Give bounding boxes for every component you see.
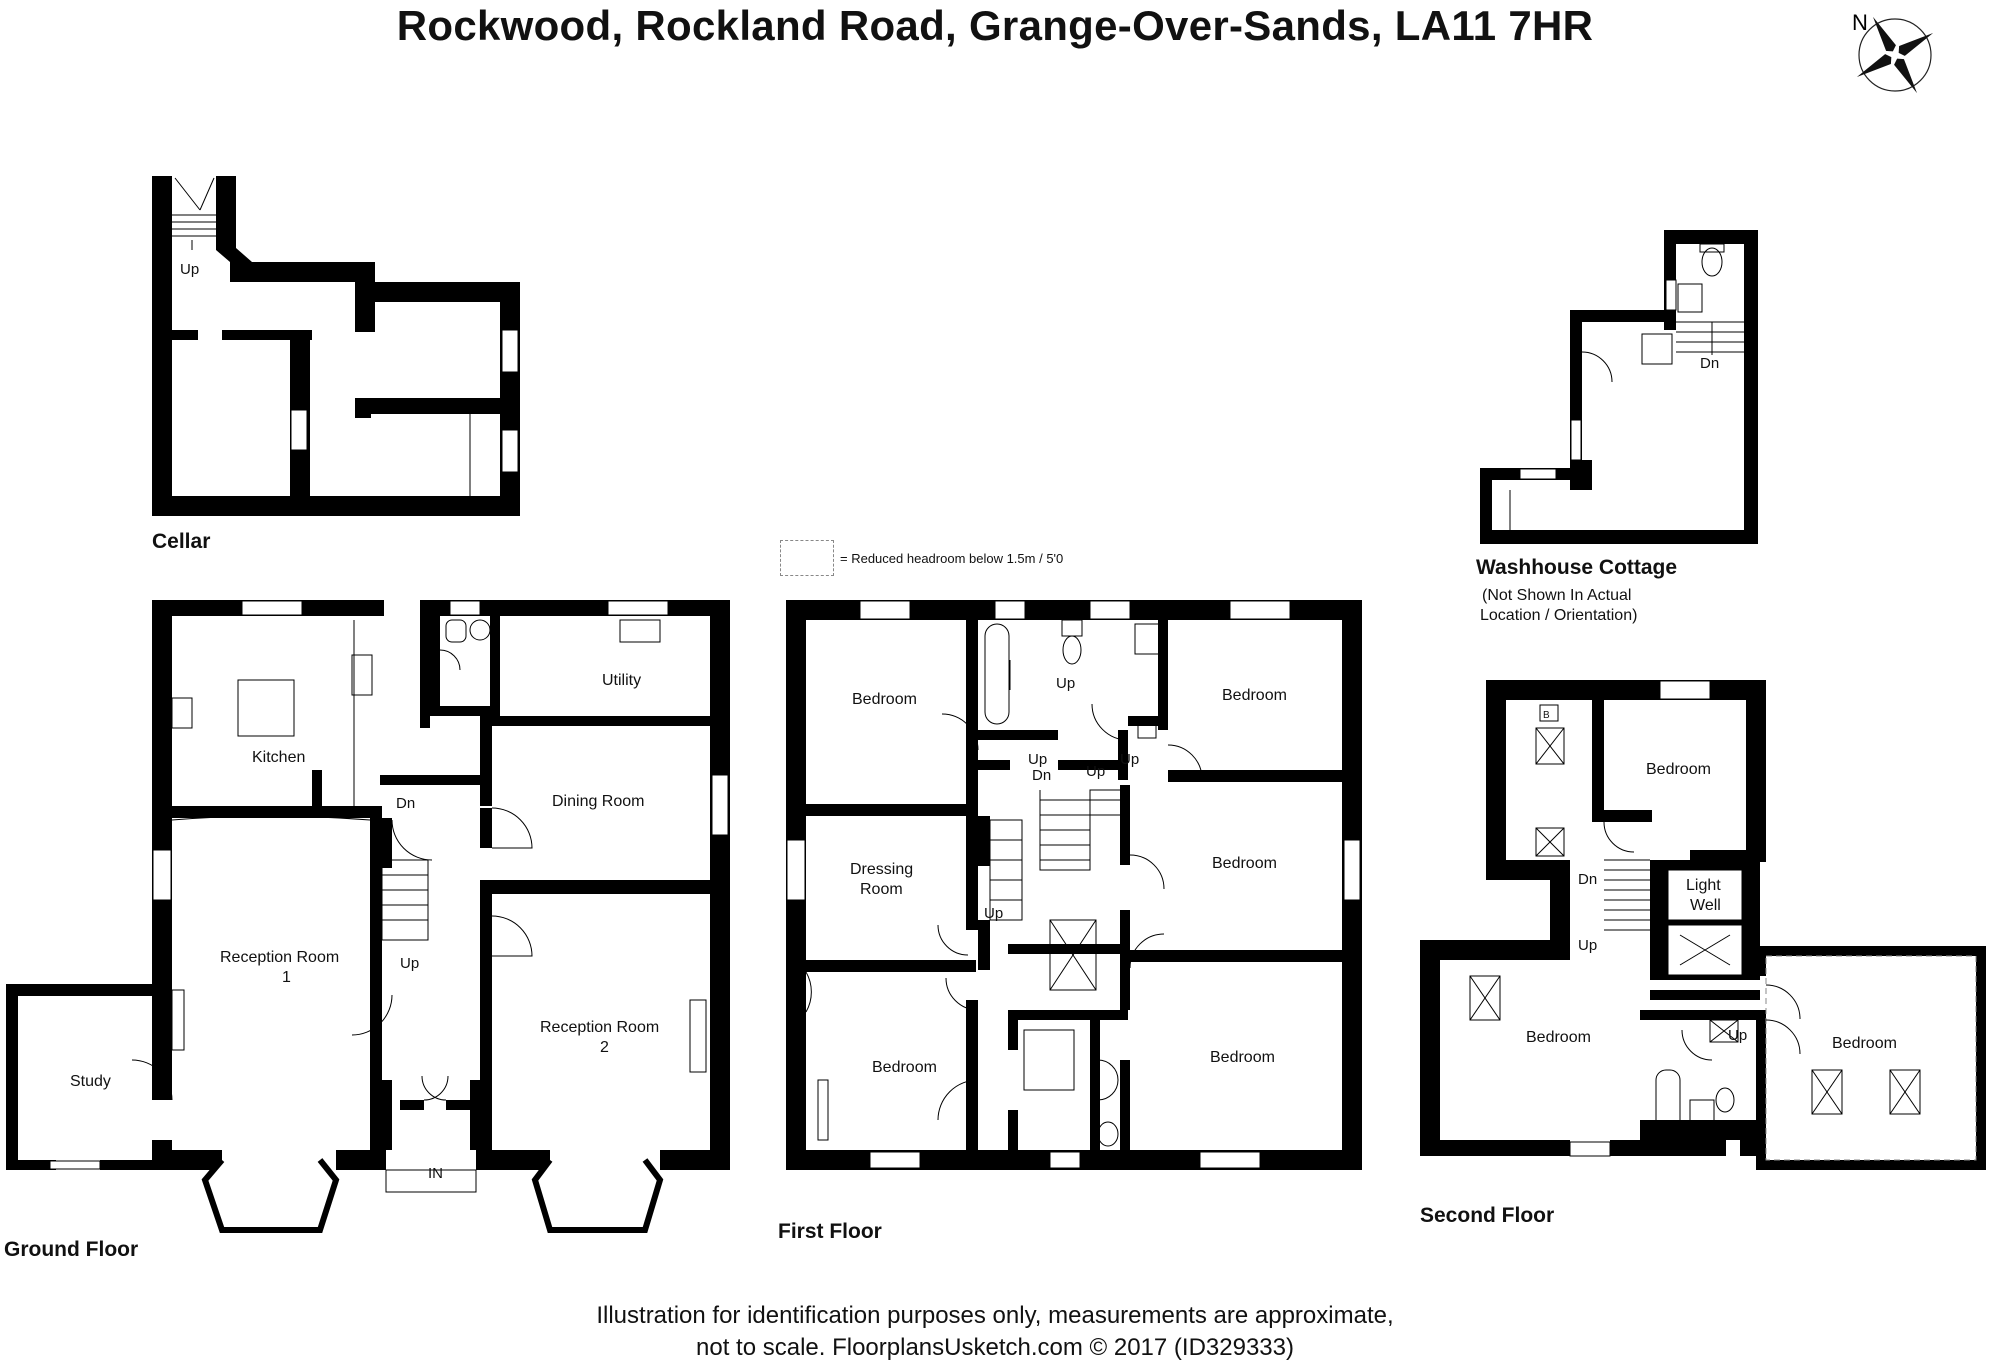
second-bedroom-n-label: Bedroom	[1646, 761, 1711, 778]
disclaimer-line-2: not to scale. FloorplansUsketch.com © 20…	[696, 1334, 1294, 1361]
second-floor-label: Second Floor	[1420, 1204, 1555, 1227]
washhouse-note-line-2: Location / Orientation)	[1480, 607, 1638, 624]
reception-room-2-number: 2	[600, 1039, 609, 1056]
dressing-room-label-2: Room	[860, 881, 903, 898]
reception-room-1-number: 1	[282, 969, 291, 986]
boiler-label: B	[1543, 710, 1550, 721]
first-bedroom-ne-label: Bedroom	[1222, 687, 1287, 704]
washhouse-note-line-1: (Not Shown In Actual	[1482, 587, 1632, 604]
study-label: Study	[70, 1073, 111, 1090]
first-up-label-2: Up	[1028, 751, 1047, 768]
second-bedroom-w-label: Bedroom	[1526, 1029, 1591, 1046]
first-bedroom-se-label: Bedroom	[1210, 1049, 1275, 1066]
dining-room-label: Dining Room	[552, 793, 644, 810]
reduced-headroom-swatch	[780, 540, 834, 576]
first-bedroom-nw-label: Bedroom	[852, 691, 917, 708]
legend-text: = Reduced headroom below 1.5m / 5'0	[840, 550, 1064, 566]
kitchen-label: Kitchen	[252, 749, 305, 766]
first-bedroom-e-label: Bedroom	[1212, 855, 1277, 872]
ground-up-label: Up	[400, 955, 419, 972]
light-well-label-2: Well	[1690, 897, 1721, 914]
reception-room-2-label: Reception Room	[540, 1019, 659, 1036]
washhouse-dn-label: Dn	[1700, 355, 1719, 372]
washhouse-walls	[1480, 230, 1758, 544]
utility-label: Utility	[602, 672, 641, 689]
page-title: Rockwood, Rockland Road, Grange-Over-San…	[396, 2, 1594, 49]
reception-room-1-label: Reception Room	[220, 949, 339, 966]
first-dn-label: Dn	[1032, 767, 1051, 784]
cellar-floor-label: Cellar	[152, 530, 211, 553]
cellar-walls	[152, 176, 520, 516]
disclaimer-line-1: Illustration for identification purposes…	[596, 1302, 1394, 1329]
entrance-in-label: IN	[428, 1165, 443, 1182]
first-bedroom-sw-label: Bedroom	[872, 1059, 937, 1076]
first-up-label-1: Up	[1056, 675, 1075, 692]
first-up-label-4: Up	[1120, 751, 1139, 768]
ground-dn-label: Dn	[396, 795, 415, 812]
second-up-label-2: Up	[1728, 1027, 1747, 1044]
dressing-room-label: Dressing	[850, 861, 913, 878]
second-bedroom-e-label: Bedroom	[1832, 1035, 1897, 1052]
second-dn-label: Dn	[1578, 871, 1597, 888]
disclaimer-footer: Illustration for identification purposes…	[0, 1300, 1990, 1364]
second-up-label-1: Up	[1578, 937, 1597, 954]
cellar-up-label: Up	[180, 261, 199, 278]
first-up-label-3: Up	[1086, 763, 1105, 780]
ground-floor-label: Ground Floor	[4, 1238, 139, 1261]
legend: = Reduced headroom below 1.5m / 5'0	[780, 540, 1063, 576]
washhouse-cottage-label: Washhouse Cottage	[1476, 556, 1678, 579]
first-up-label-5: Up	[984, 905, 1003, 922]
light-well-label: Light	[1686, 877, 1721, 894]
first-floor-label: First Floor	[778, 1220, 882, 1243]
